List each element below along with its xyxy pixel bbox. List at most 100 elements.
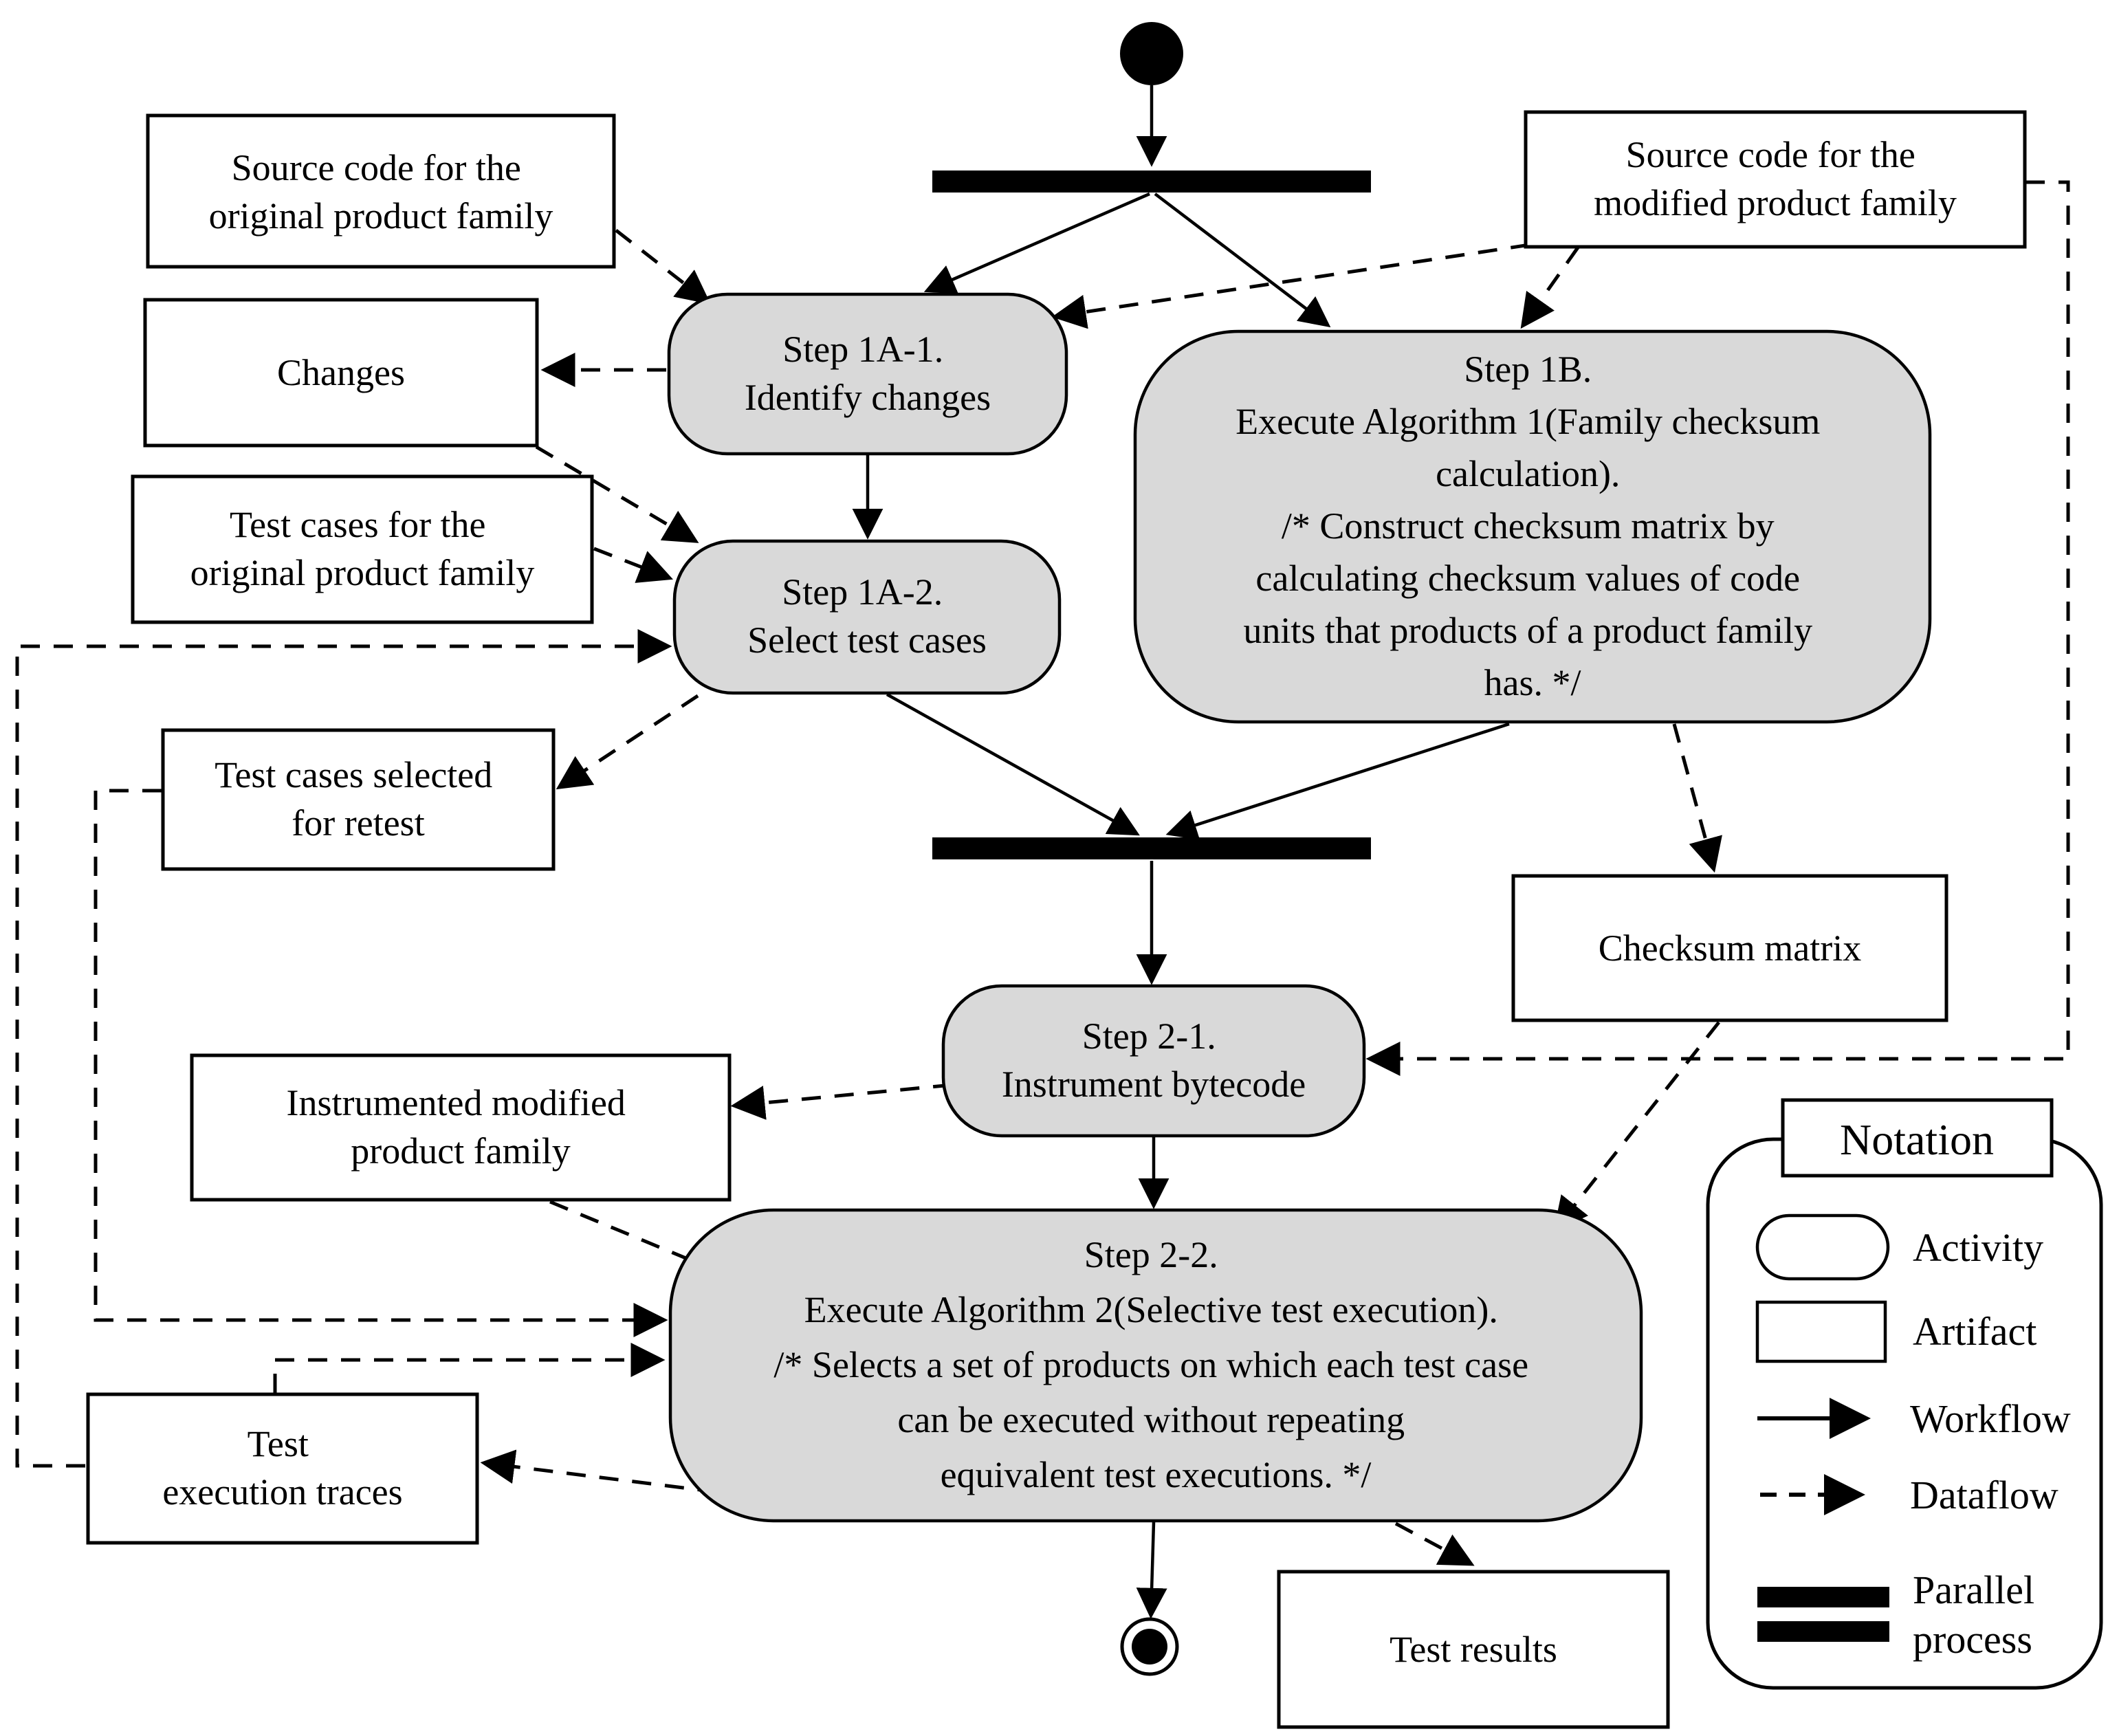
label-line: Test cases selected: [215, 754, 492, 795]
artifact-label: Checksum matrix: [1599, 927, 1861, 969]
activity-label: Step 1A-2. Select test cases: [747, 571, 987, 661]
label-line: Activity: [1913, 1225, 2043, 1270]
artifact-test-results: Test results: [1277, 1570, 1670, 1729]
label-line: Instrumented modified: [287, 1082, 626, 1123]
legend-parallel-label: Parallel process: [1913, 1568, 2045, 1662]
dataflow-traces-to-step22: [273, 1343, 666, 1393]
dataflow-sourcemodified-to-step21: [1365, 180, 2070, 1076]
label-line: calculation).: [1436, 453, 1620, 494]
legend-dataflow-label: Dataflow: [1910, 1473, 2058, 1517]
dataflow-sourceoriginal-to-step1a1: [615, 229, 711, 305]
dataflow-sourcemodified-to-step1b: [1520, 246, 1580, 329]
label-line: for retest: [292, 802, 424, 844]
label-line: Checksum matrix: [1599, 927, 1861, 969]
label-line: Test results: [1390, 1629, 1557, 1670]
activity-label: Step 1B. Execute Algorithm 1(Family chec…: [1236, 349, 1830, 703]
legend-activity-sample-icon: [1755, 1213, 1890, 1281]
legend-artifact-sample-icon: [1755, 1300, 1887, 1363]
dataflow-checksum-to-step22: [1553, 1021, 1720, 1232]
label-line: Changes: [277, 352, 405, 393]
label-line: equivalent test executions. */: [941, 1454, 1372, 1495]
activity-label: Step 1A-1. Identify changes: [745, 329, 991, 418]
artifact-test-cases-original: Test cases for the original product fami…: [131, 474, 594, 624]
activity-shape: [668, 1208, 1643, 1523]
dataflow-traces-to-step1a2: [15, 629, 672, 1468]
activity-shape: [672, 539, 1062, 695]
artifact-checksum-matrix: Checksum matrix: [1511, 874, 1948, 1022]
label-line: Dataflow: [1910, 1473, 2058, 1517]
label-line: execution traces: [162, 1471, 402, 1513]
workflow-step1a2-to-join: [886, 693, 1140, 836]
legend-artifact-label: Artifact: [1913, 1309, 2036, 1354]
artifact-label: Test cases for the original product fami…: [190, 504, 535, 593]
activity-label: Step 2-2. Execute Algorithm 2(Selective …: [773, 1234, 1537, 1495]
activity-step-1a-1: Step 1A-1. Identify changes: [667, 292, 1068, 456]
notation-legend: Notation Activity Artifact Workflow Data…: [1706, 1098, 2103, 1690]
artifact-changes: Changes: [143, 298, 539, 448]
artifact-shape: [146, 113, 616, 269]
legend-title-box: [1781, 1098, 2054, 1178]
label-line: Step 1A-2.: [782, 571, 943, 613]
artifact-test-execution-traces: Test execution traces: [86, 1392, 479, 1545]
activity-step-2-2: Step 2-2. Execute Algorithm 2(Selective …: [668, 1208, 1643, 1523]
activity-label: Step 2-1. Instrument bytecode: [1002, 1015, 1306, 1105]
label-line: /* Construct checksum matrix by: [1282, 505, 1775, 547]
label-line: original product family: [209, 195, 553, 237]
artifact-source-code-original: Source code for the original product fam…: [146, 113, 616, 269]
dataflow-step1b-to-checksum: [1672, 723, 1722, 873]
label-line: product family: [351, 1130, 570, 1172]
workflow-fork-to-step1a1: [923, 192, 1150, 294]
label-line: Execute Algorithm 1(Family checksum: [1236, 401, 1820, 442]
label-line: has. */: [1484, 662, 1581, 703]
label-line: Source code for the: [1626, 134, 1915, 175]
artifact-shape: [161, 728, 556, 871]
artifact-label: Test results: [1390, 1629, 1557, 1670]
activity-step-1a-2: Step 1A-2. Select test cases: [672, 539, 1062, 695]
label-line: can be executed without repeating: [897, 1399, 1405, 1440]
workflow-fork-to-step1b: [1154, 193, 1331, 328]
artifact-label: Source code for the original product fam…: [209, 147, 553, 237]
label-line: Source code for the: [232, 147, 521, 188]
artifact-shape: [190, 1053, 732, 1202]
workflow-step1b-to-join: [1165, 722, 1510, 840]
artifact-source-code-modified: Source code for the modified product fam…: [1524, 110, 2027, 249]
label-line: Notation: [1840, 1115, 1994, 1164]
end-node-core: [1132, 1629, 1167, 1664]
label-line: calculating checksum values of code: [1255, 558, 1800, 599]
activity-shape: [941, 984, 1366, 1138]
artifact-shape: [1524, 110, 2027, 249]
activity-step-2-1: Step 2-1. Instrument bytecode: [941, 984, 1366, 1138]
dataflow-step22-to-testresults: [1394, 1521, 1475, 1566]
legend-parallel-bar-icon: [1757, 1587, 1889, 1607]
join-bar: [932, 837, 1371, 859]
legend-parallel-bar-icon: [1757, 1621, 1889, 1642]
label-line: Instrument bytecode: [1002, 1064, 1306, 1105]
activity-step-1b: Step 1B. Execute Algorithm 1(Family chec…: [1133, 329, 1932, 724]
label-line: original product family: [190, 552, 535, 593]
legend-activity-label: Activity: [1913, 1225, 2043, 1270]
artifact-shape: [131, 474, 594, 624]
artifact-instrumented-modified: Instrumented modified product family: [190, 1053, 732, 1202]
artifact-shape: [86, 1392, 479, 1545]
legend-workflow-label: Workflow: [1910, 1396, 2071, 1441]
dataflow-step21-to-instrumented: [730, 1083, 953, 1120]
artifact-shape: [143, 298, 539, 448]
label-line: Step 2-2.: [1084, 1234, 1218, 1275]
dataflow-testcasesoriginal-to-step1a2: [593, 547, 673, 583]
activity-shape: [667, 292, 1068, 456]
label-line: Identify changes: [745, 377, 991, 418]
artifact-label: Source code for the modified product fam…: [1594, 134, 1957, 223]
label-line: /* Selects a set of products on which ea…: [773, 1344, 1528, 1385]
artifact-label: Test execution traces: [162, 1423, 402, 1513]
label-line: modified product family: [1594, 182, 1957, 223]
label-line: Artifact: [1913, 1309, 2036, 1354]
dataflow-sourcemodified-to-step1a1: [1051, 243, 1530, 329]
label-line: Step 1B.: [1464, 349, 1592, 390]
label-line: Parallel: [1913, 1568, 2034, 1612]
label-line: Test: [248, 1423, 309, 1464]
artifact-shape: [1511, 874, 1948, 1022]
start-node: [1120, 22, 1183, 85]
label-line: Step 1A-1.: [782, 329, 943, 370]
artifact-shape: [1277, 1570, 1670, 1729]
